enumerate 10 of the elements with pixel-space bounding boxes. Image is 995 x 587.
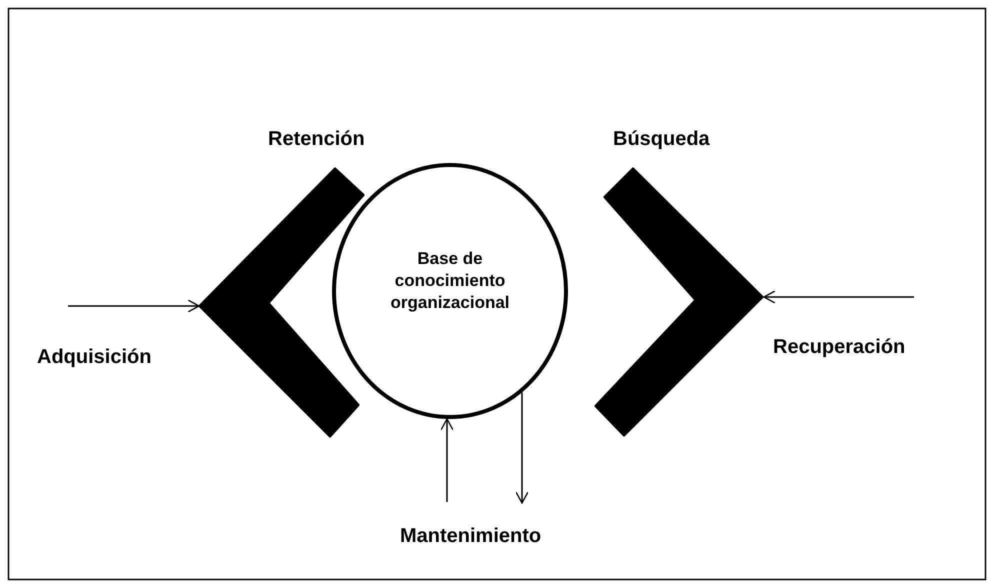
arrow (515, 392, 529, 504)
arrow (440, 418, 454, 502)
arrow (763, 290, 914, 304)
process-label: Recuperación (773, 335, 906, 359)
process-label: Mantenimiento (400, 524, 542, 548)
node-text: Base de conocimiento organizacional (389, 248, 511, 314)
arrow (68, 299, 200, 313)
stage-heading: Búsqueda (613, 127, 710, 151)
process-label: Adquisición (37, 345, 152, 369)
stage-heading: Retención (268, 127, 365, 151)
